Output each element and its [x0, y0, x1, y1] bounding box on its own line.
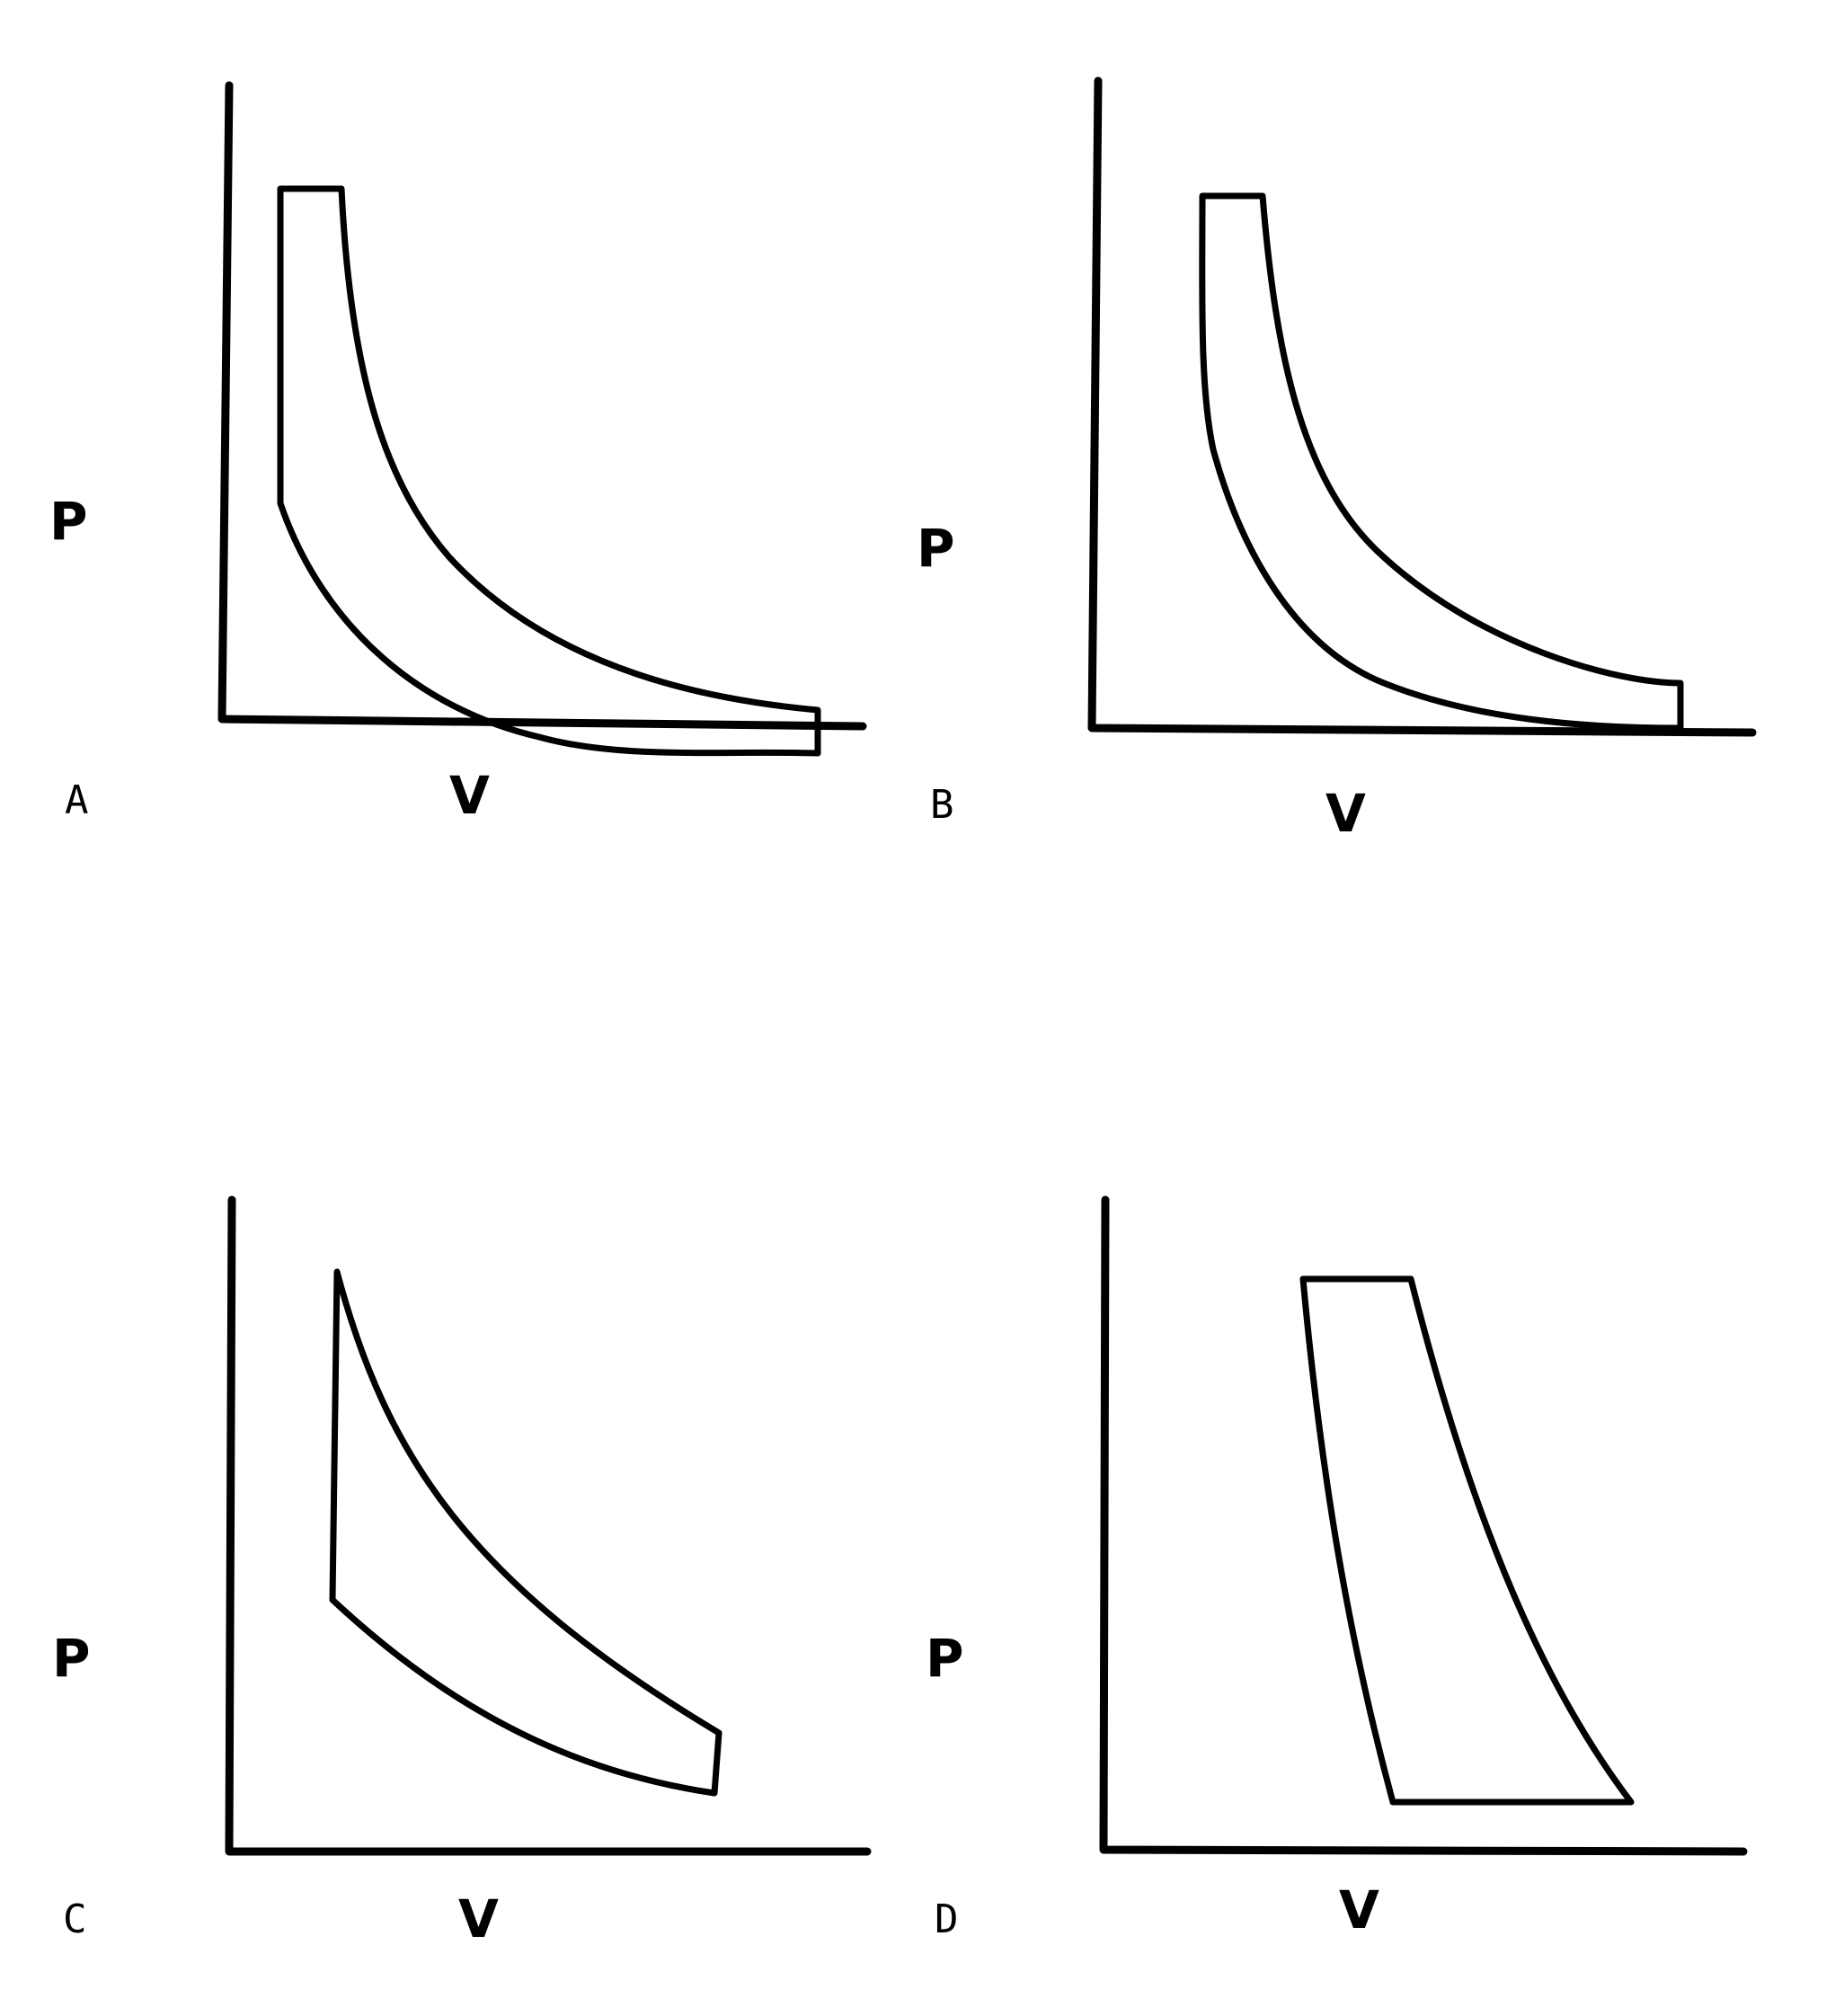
- panel-c-y-axis-label: P: [52, 1628, 91, 1689]
- panel-d-cycle: [1299, 1275, 1635, 1806]
- panel-c-cycle: [329, 1268, 723, 1797]
- panel-d-axes: [1099, 1195, 1748, 1856]
- panel-d-letter: D: [935, 1896, 959, 1942]
- panel-c-letter: C: [63, 1896, 87, 1942]
- panel-b: P V B: [917, 76, 1757, 844]
- panel-b-axes: [1087, 76, 1757, 737]
- panel-a: P V A: [49, 81, 867, 826]
- panel-d: P V D: [926, 1195, 1748, 1942]
- panel-b-y-axis-label: P: [917, 518, 955, 579]
- panel-c-x-axis-label: V: [458, 1888, 499, 1949]
- panel-a-letter: A: [65, 777, 89, 823]
- panel-a-x-axis-label: V: [449, 765, 490, 826]
- panel-a-y-axis-label: P: [49, 491, 88, 552]
- panel-b-cycle: [1199, 192, 1684, 732]
- panel-b-x-axis-label: V: [1325, 783, 1366, 844]
- panel-d-y-axis-label: P: [926, 1628, 964, 1689]
- panel-a-axes: [217, 81, 867, 731]
- panel-b-letter: B: [930, 782, 954, 828]
- panel-c-axes: [225, 1195, 872, 1856]
- panel-d-x-axis-label: V: [1339, 1879, 1379, 1941]
- panel-a-cycle: [277, 185, 821, 757]
- panel-c: P V C: [52, 1195, 872, 1949]
